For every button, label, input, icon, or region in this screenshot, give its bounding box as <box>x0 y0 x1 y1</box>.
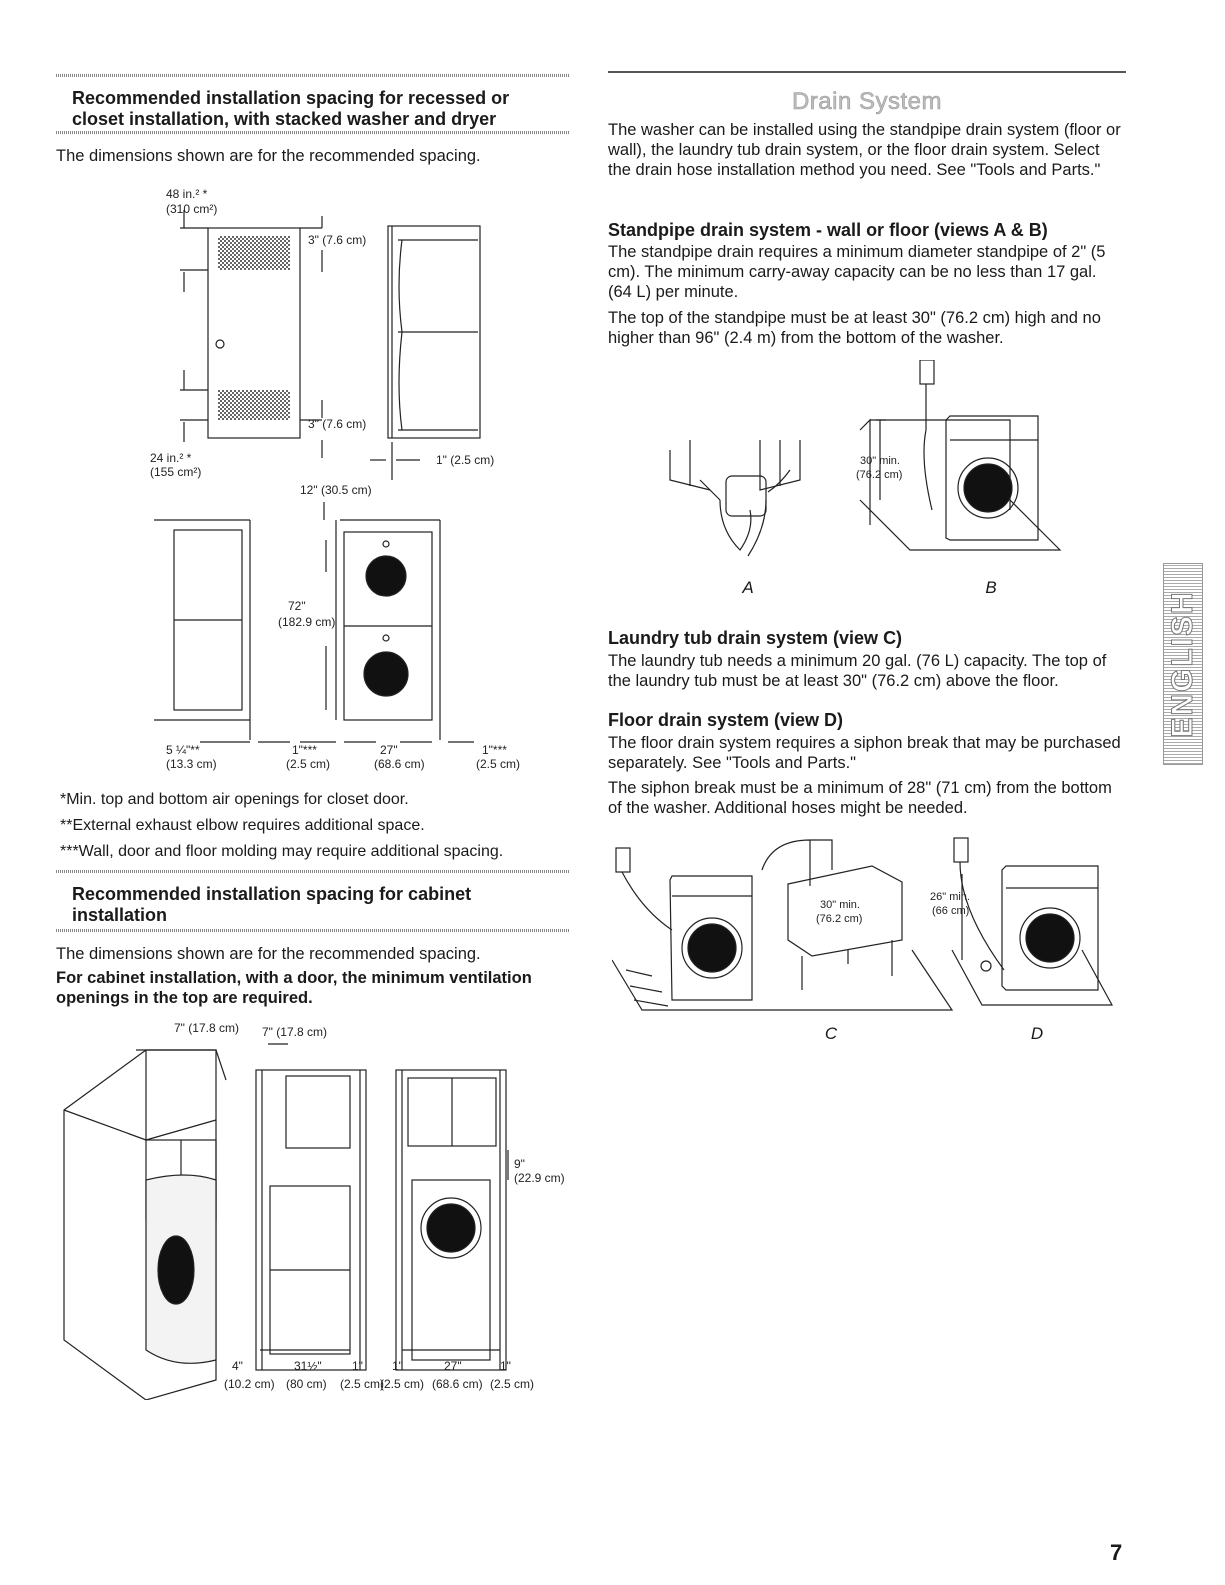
dim-label: 27" <box>380 743 398 757</box>
dim-label: 5 ¼"** <box>166 743 200 757</box>
top-gap-label: 12" (30.5 cm) <box>300 483 372 497</box>
tub-heading: Laundry tub drain system (view C) <box>608 628 903 648</box>
cabinet-right-gap: 9" <box>514 1157 525 1171</box>
language-tab: ENGLISH <box>1163 563 1203 765</box>
cabinet-dim: 27" <box>444 1359 462 1373</box>
footnote: ***Wall, door and floor molding may requ… <box>60 843 504 860</box>
standpipe-p1: The standpipe drain requires a minimum d… <box>608 243 1106 301</box>
standpipe-diagram: 30" min. (76.2 cm) <box>669 360 1062 557</box>
floor-p2: The siphon break must be a minimum of 28… <box>608 779 1112 817</box>
sec2-heading-block: Recommended installation spacing for cab… <box>72 884 542 926</box>
height-label: 72" <box>288 599 306 613</box>
laundry-tub <box>787 865 903 957</box>
tub-floor-drain-diagram: 30" min. (76.2 cm) 26" min. (66 cm) <box>612 837 1114 1011</box>
cabinet-dim-metric: (2.5 cm) <box>380 1377 424 1391</box>
vent-bottom-area: 24 in.² * <box>150 451 192 465</box>
closet-spacing-diagram: 48 in.² * (310 cm²) 3" (7.6 cm) 3" (7.6 … <box>150 187 520 771</box>
view-c-min: 30" min. <box>820 899 860 911</box>
dim-label-metric: (68.6 cm) <box>374 757 425 771</box>
cabinet-top-gap-b: 7" (17.8 cm) <box>262 1025 327 1039</box>
view-b-min: 30" min. <box>860 455 900 467</box>
page-number: 7 <box>1110 1540 1123 1565</box>
washer-door <box>420 1197 482 1259</box>
washer-door <box>363 651 409 697</box>
cabinet-dim-metric: (10.2 cm) <box>224 1377 275 1391</box>
floor-heading: Floor drain system (view D) <box>608 710 844 730</box>
drain-intro: The washer can be installed using the st… <box>608 121 1121 179</box>
dim-label: 1"*** <box>482 743 507 757</box>
stack-side-view <box>387 225 481 439</box>
cabinet-top-gap: 7" (17.8 cm) <box>174 1021 239 1035</box>
standpipe-p2: The top of the standpipe must be at leas… <box>608 309 1101 347</box>
language-tab-label: ENGLISH <box>1166 590 1200 738</box>
footnotes: *Min. top and bottom air openings for cl… <box>60 790 570 862</box>
vent-top <box>218 236 290 270</box>
cabinet-dim-metric: (2.5 cm) <box>490 1377 534 1391</box>
sec1-intro: The dimensions shown are for the recomme… <box>56 147 481 165</box>
height-label-metric: (182.9 cm) <box>278 615 335 629</box>
cabinet-dim: 1" <box>500 1359 511 1373</box>
vent-top-area-metric: (310 cm²) <box>166 202 217 216</box>
cabinet-dim: 1" <box>392 1359 403 1373</box>
sec2-intro: The dimensions shown are for the recomme… <box>56 945 481 963</box>
dim-label-metric: (2.5 cm) <box>286 757 330 771</box>
standpipe-heading: Standpipe drain system - wall or floor (… <box>608 220 1048 240</box>
sec2-heading: Recommended installation spacing for cab… <box>72 884 472 925</box>
cabinet-spacing-diagram: 7" (17.8 cm) 7" (17.8 cm) 9" (22.9 cm) 4… <box>63 1021 565 1400</box>
sec2-bold-note: For cabinet installation, with a door, t… <box>56 969 532 1007</box>
view-b-min-metric: (76.2 cm) <box>856 469 902 481</box>
tub-p: The laundry tub needs a minimum 20 gal. … <box>608 652 1107 690</box>
footnote: *Min. top and bottom air openings for cl… <box>60 791 409 808</box>
caption-c: C <box>824 1024 838 1043</box>
cabinet-dim: 4" <box>232 1359 243 1373</box>
view-d-min-metric: (66 cm) <box>932 905 969 917</box>
dim-label-metric: (13.3 cm) <box>166 757 217 771</box>
washer-c <box>669 875 753 1001</box>
vent-top-area: 48 in.² * <box>166 187 208 201</box>
right-top-rule <box>608 71 1126 73</box>
caption-b: B <box>985 578 997 597</box>
cabinet-dim: 1" <box>352 1359 363 1373</box>
sec1-top-rule <box>56 74 570 77</box>
cabinet-dim: 31½" <box>294 1359 322 1373</box>
sec1-bottom-rule <box>56 131 570 134</box>
cabinet-right-gap-metric: (22.9 cm) <box>514 1171 565 1185</box>
sec1-heading: Recommended installation spacing for rec… <box>72 88 510 129</box>
side-gap-label: 1" (2.5 cm) <box>436 453 494 467</box>
view-d-min: 26" min. <box>930 891 970 903</box>
view-c-floor <box>612 949 954 1011</box>
bottom-vent-gap: 3" (7.6 cm) <box>308 417 366 431</box>
view-b-floor <box>859 499 1062 551</box>
siphon-box <box>919 360 935 385</box>
floor-p1: The floor drain system requires a siphon… <box>608 734 1121 772</box>
caption-a: A <box>742 578 754 597</box>
cabinet-front-view <box>395 1069 507 1371</box>
washer-d <box>1001 865 1099 991</box>
caption-d: D <box>1030 1024 1044 1043</box>
vent-bottom-area-metric: (155 cm²) <box>150 465 201 479</box>
vent-bottom <box>218 390 290 420</box>
footnote: **External exhaust elbow requires additi… <box>60 817 425 834</box>
sec2-top-rule <box>56 870 570 873</box>
cabinet-dim-metric: (68.6 cm) <box>432 1377 483 1391</box>
view-d-floor <box>951 949 1114 1006</box>
washer-b <box>945 415 1039 541</box>
cabinet-side-view <box>255 1069 367 1371</box>
closet-door <box>207 227 301 439</box>
sec1-heading-block: Recommended installation spacing for rec… <box>72 88 562 130</box>
top-vent-gap: 3" (7.6 cm) <box>308 233 366 247</box>
door-knob <box>215 339 225 349</box>
sec2-bottom-rule <box>56 929 570 932</box>
cabinet-dim-metric: (80 cm) <box>286 1377 327 1391</box>
drain-system-title: Drain System <box>791 88 943 116</box>
view-c-min-metric: (76.2 cm) <box>816 913 862 925</box>
dim-label-metric: (2.5 cm) <box>476 757 520 771</box>
dim-label: 1"*** <box>292 743 317 757</box>
dryer-door <box>365 555 407 597</box>
cabinet-dim-metric: (2.5 cm) <box>340 1377 384 1391</box>
